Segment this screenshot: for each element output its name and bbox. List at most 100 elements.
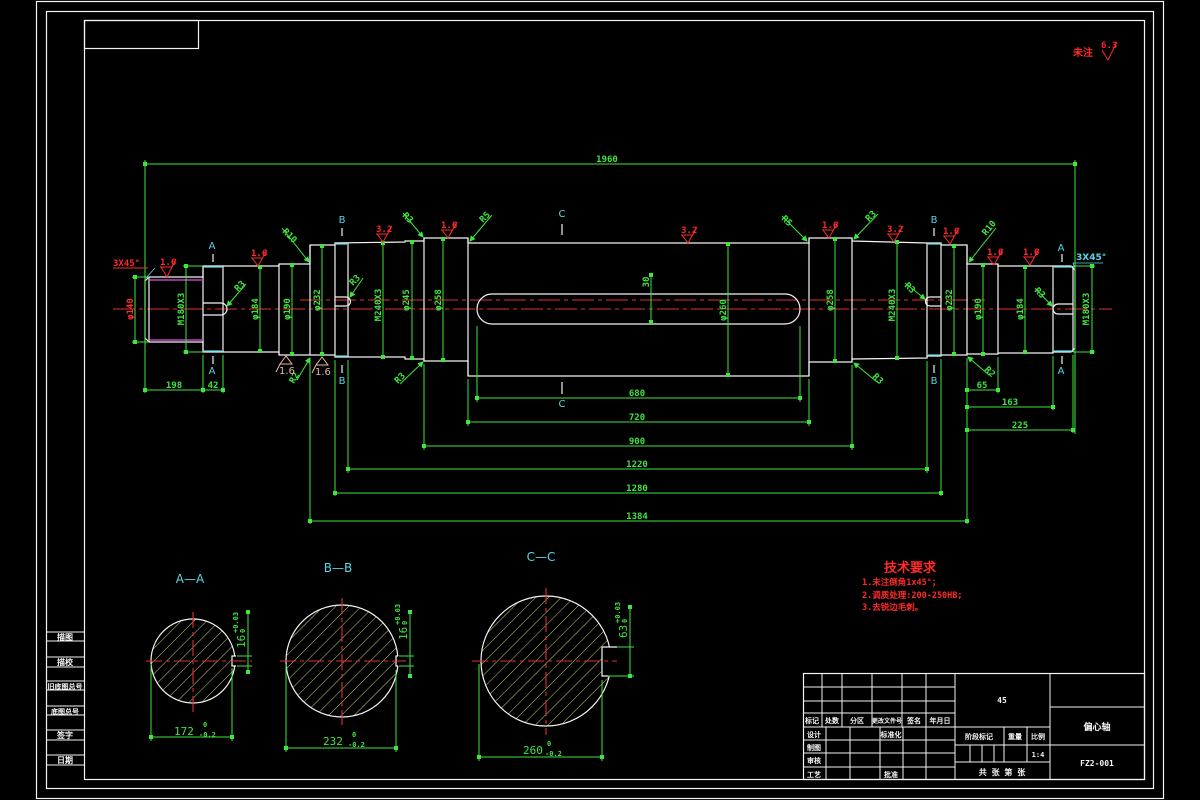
extension-lines [132, 265, 203, 353]
keyway-center-slot [476, 293, 801, 325]
key-tol-lower: 0 [239, 629, 247, 633]
roughness-label: 1.6 [279, 366, 295, 377]
scale-value: 1:4 [1032, 751, 1045, 759]
leader-line [402, 212, 424, 238]
dim-diameter-190: φ190 [283, 298, 293, 320]
dim-diameter-140: φ140 [126, 298, 136, 320]
section-title-b: B—B [324, 561, 352, 575]
header-zone: 分区 [850, 716, 864, 725]
width-value: 260 [523, 744, 543, 757]
section-mark-b-left-bottom: B [339, 376, 346, 387]
section-b-key-width: 16 [397, 627, 410, 640]
technical-requirements: 技术要求 1.未注倒角1x45°； 2.调质处理:200-250HB; 3.去锐… [862, 560, 963, 613]
header-change-doc: 更改文件号 [872, 717, 902, 725]
key-tol-upper: +0.03 [614, 602, 622, 623]
corner-roughness-note: 未注 6.3 [1072, 41, 1118, 62]
radius-label: R2 [982, 365, 997, 380]
section-b-width: 232 [323, 735, 343, 748]
dim-length-1280: 1280 [626, 484, 648, 494]
keyway-b-right [924, 296, 941, 307]
leader-line [1034, 287, 1053, 307]
radius-label: R10 [280, 227, 299, 246]
roughness-label: 1.6 [441, 221, 457, 231]
dim-length-65: 65 [977, 381, 988, 391]
roughness-symbol-icon [943, 227, 960, 245]
section-mark-a-right-top: A [1058, 243, 1065, 254]
leader-line [967, 356, 990, 376]
roughness-symbol-icon [441, 221, 458, 239]
dim-length-1220: 1220 [626, 460, 648, 470]
title-block-grid [803, 673, 1145, 780]
section-c-key-depth: 63 [617, 625, 630, 638]
header-date: 年月日 [930, 716, 951, 725]
roughness-label: 1.6 [1023, 248, 1039, 258]
header-count: 处数 [824, 716, 840, 725]
width-value: 232 [323, 735, 343, 748]
chamfer-right-leader [1072, 262, 1103, 269]
extension-lines [478, 646, 634, 761]
shaft-main-view: A A B B C C B B A A [113, 209, 1112, 410]
dim-diameter-260: φ260 [719, 299, 729, 321]
dim-diameter-190-right: φ190 [974, 298, 984, 320]
corner-roughness-value: 6.3 [1101, 41, 1117, 51]
roughness-symbol-icon [1023, 248, 1040, 266]
chamfer-right: 3X45° [1076, 253, 1106, 263]
key-tol-lower: 0 [621, 619, 629, 623]
inner-border [83, 19, 1146, 781]
radius-label: R10 [981, 219, 999, 238]
dim-diameter-232-right: φ232 [945, 289, 955, 311]
roughness-label: 3.2 [681, 226, 697, 236]
key-tol-lower: 0 [401, 621, 409, 625]
role-process: 工艺 [807, 770, 821, 779]
section-title-c: C—C [527, 550, 556, 564]
dim-thread-m180: M180X3 [177, 293, 187, 326]
keyway-a-left [203, 302, 228, 316]
section-mark-a-left-bottom: A [209, 366, 216, 377]
dim-thread-m240-right: M240X3 [888, 289, 898, 322]
leader-line [226, 283, 247, 307]
tech-req-item: 3.去锐边毛刺。 [862, 602, 923, 613]
dim-keyway-width-30: 30 [642, 277, 652, 288]
standardization-label: 标准化 [880, 730, 902, 739]
leader-line [853, 213, 879, 240]
leader-line [968, 227, 997, 263]
tech-req-item: 2.调质处理:200-250HB; [862, 590, 963, 601]
tech-req-title: 技术要求 [884, 560, 937, 576]
dim-length-42: 42 [208, 381, 219, 391]
roughness-symbol-icon [822, 221, 839, 239]
strip-label-old-base-no: 旧底图总号 [48, 682, 83, 691]
radius-label: R3 [348, 273, 363, 288]
section-view-b: B—B 232 0 -0.2 16 +0.03 0 [280, 561, 414, 752]
roughness-label: 1.6 [160, 258, 176, 268]
radius-label: R2 [288, 371, 302, 385]
roughness-symbol-icon [987, 248, 1004, 266]
radius-label: R3 [902, 281, 917, 296]
weight-label: 重量 [1008, 732, 1022, 741]
section-a-key-width: 16 [235, 635, 248, 648]
dim-diameter-245: φ245 [402, 289, 412, 311]
radius-label: R5 [779, 214, 794, 229]
role-design: 设计 [807, 730, 821, 739]
drawing-frame [35, 0, 1165, 800]
leader-line [469, 214, 493, 242]
roughness-label: 1.6 [943, 227, 959, 237]
header-mark: 标记 [804, 716, 819, 725]
chamfer-left-leader-tip [145, 267, 156, 279]
middle-border [45, 10, 1155, 790]
section-mark-c-top: C [559, 209, 566, 220]
leader-line [781, 215, 808, 242]
width-tol-lower: -0.2 [545, 750, 562, 758]
strip-label-trace: 描图 [57, 632, 73, 642]
leader-line [399, 361, 424, 385]
thread-lines-left [150, 279, 203, 341]
section-edge-highlights [204, 243, 1072, 357]
leader-line [853, 362, 878, 383]
roughness-label: 1.6 [251, 249, 267, 259]
chamfer-left: 3X45° [113, 259, 140, 269]
section-b-centerlines [280, 598, 406, 725]
roughness-label: 1.6 [822, 221, 838, 231]
dim-length-720: 720 [629, 413, 645, 423]
stage-mark-label: 阶段标记 [965, 732, 993, 741]
width-value: 172 [174, 725, 194, 738]
